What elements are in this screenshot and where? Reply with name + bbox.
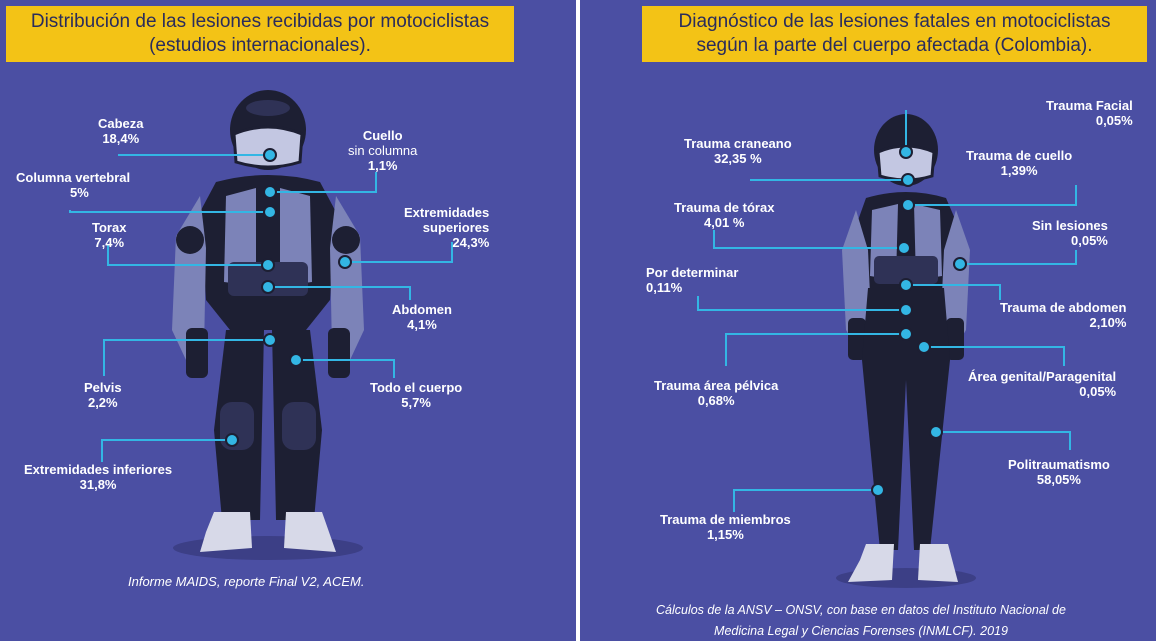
label-trauma-cuello: Trauma de cuello 1,39% bbox=[966, 148, 1073, 178]
label-sin-lesiones: Sin lesiones 0,05% bbox=[1032, 218, 1108, 248]
label-trauma-craneano: Trauma craneano 32,35 % bbox=[684, 136, 792, 166]
label-trauma-facial: Trauma Facial 0,05% bbox=[1046, 98, 1133, 128]
right-source-caption: Cálculos de la ANSV – ONSV, con base en … bbox=[656, 603, 1066, 638]
label-trauma-pelvica: Trauma área pélvica 0,68% bbox=[654, 378, 779, 408]
label-extremidades-inferiores: Extremidades inferiores 31,8% bbox=[24, 462, 173, 492]
label-pelvis: Pelvis 2,2% bbox=[84, 380, 122, 410]
label-trauma-miembros: Trauma de miembros 1,15% bbox=[660, 512, 791, 542]
label-columna-vertebral: Columna vertebral 5% bbox=[16, 170, 131, 200]
label-extremidades-superiores: Extremidades superiores 24,3% bbox=[404, 205, 490, 250]
label-abdomen: Abdomen 4,1% bbox=[392, 302, 452, 332]
left-title-line1: Distribución de las lesiones recibidas p… bbox=[30, 11, 490, 32]
male-rider-figure bbox=[69, 90, 453, 560]
label-area-genital: Área genital/Paragenital 0,05% bbox=[968, 369, 1117, 399]
right-title-line2: según la parte del cuerpo afectada (Colo… bbox=[696, 35, 1093, 56]
left-title-banner: Distribución de las lesiones recibidas p… bbox=[6, 6, 514, 62]
label-cabeza: Cabeza 18,4% bbox=[98, 116, 144, 146]
female-rider-figure bbox=[697, 110, 1077, 588]
label-todo-el-cuerpo: Todo el cuerpo 5,7% bbox=[370, 380, 463, 410]
label-torax: Torax 7,4% bbox=[92, 220, 127, 250]
label-trauma-abdomen: Trauma de abdomen 2,10% bbox=[1000, 300, 1127, 330]
left-source-caption: Informe MAIDS, reporte Final V2, ACEM. bbox=[128, 574, 365, 589]
label-por-determinar: Por determinar 0,11% bbox=[646, 265, 739, 295]
right-title-banner: Diagnóstico de las lesiones fatales en m… bbox=[642, 6, 1147, 62]
right-title-line1: Diagnóstico de las lesiones fatales en m… bbox=[678, 11, 1111, 32]
left-panel: Distribución de las lesiones recibidas p… bbox=[0, 0, 576, 641]
left-title-line2: (estudios internacionales). bbox=[149, 35, 371, 56]
label-politraumatismo: Politraumatismo 58,05% bbox=[1008, 457, 1110, 487]
label-trauma-torax: Trauma de tórax 4,01 % bbox=[674, 200, 775, 230]
right-panel: Diagnóstico de las lesiones fatales en m… bbox=[580, 0, 1156, 641]
label-cuello: Cuello sin columna 1,1% bbox=[348, 128, 418, 173]
